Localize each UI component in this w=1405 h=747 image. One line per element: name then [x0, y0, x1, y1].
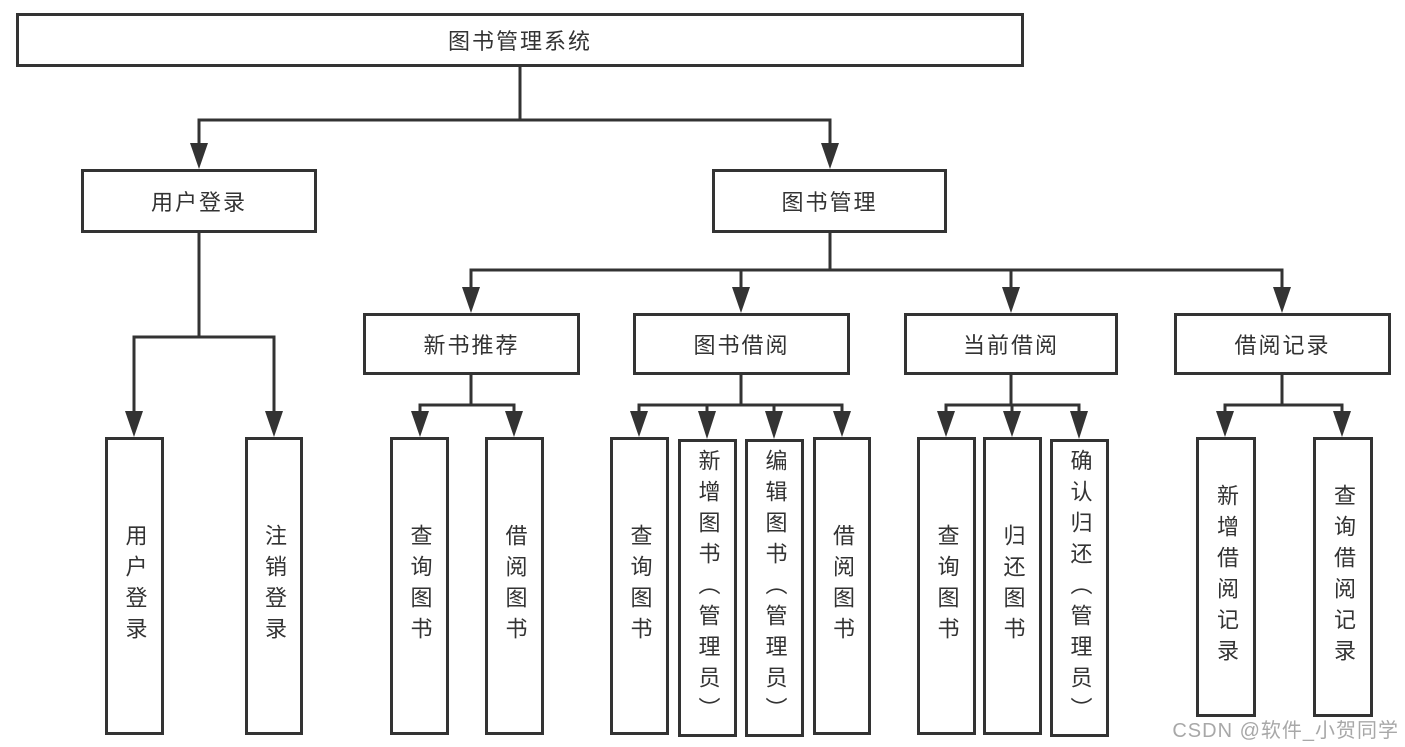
leaf-logout-login: 注销登录 — [245, 437, 303, 735]
leaf-add-borrow-record: 新增借阅记录 — [1196, 437, 1256, 717]
leaf-query-books-borrow-label: 查询图书 — [627, 524, 653, 648]
node-root-label: 图书管理系统 — [447, 29, 592, 54]
leaf-add-book-admin-label: 新增图书（管理员） — [695, 448, 721, 728]
node-book-management-label: 图书管理 — [781, 190, 878, 215]
leaf-query-books-current-label: 查询图书 — [934, 524, 960, 648]
leaf-borrow-books-recommend-label: 借阅图书 — [502, 524, 528, 648]
node-borrow-record-label: 借阅记录 — [1234, 333, 1331, 358]
node-book-management: 图书管理 — [712, 169, 947, 233]
leaf-query-books-recommend-label: 查询图书 — [407, 524, 433, 648]
node-current-borrow-label: 当前借阅 — [962, 333, 1059, 358]
leaf-user-login-label: 用户登录 — [122, 524, 148, 648]
node-root: 图书管理系统 — [16, 13, 1024, 67]
leaf-confirm-return-admin-label: 确认归还（管理员） — [1067, 448, 1093, 728]
leaf-user-login: 用户登录 — [105, 437, 164, 735]
watermark: CSDN @软件_小贺同学 — [1172, 720, 1399, 742]
node-book-borrow-label: 图书借阅 — [693, 333, 790, 358]
node-user-login: 用户登录 — [81, 169, 317, 233]
leaf-add-borrow-record-label: 新增借阅记录 — [1214, 484, 1239, 670]
leaf-return-book: 归还图书 — [983, 437, 1042, 735]
node-current-borrow: 当前借阅 — [904, 313, 1118, 375]
leaf-edit-book-admin: 编辑图书（管理员） — [745, 439, 804, 737]
leaf-query-books-recommend: 查询图书 — [390, 437, 449, 735]
leaf-query-books-borrow: 查询图书 — [610, 437, 669, 735]
node-user-login-label: 用户登录 — [150, 190, 247, 215]
arrowheads — [125, 143, 1351, 439]
node-new-book-recommend-label: 新书推荐 — [423, 333, 520, 358]
leaf-query-borrow-record: 查询借阅记录 — [1313, 437, 1373, 717]
node-book-borrow: 图书借阅 — [633, 313, 850, 375]
node-new-book-recommend: 新书推荐 — [363, 313, 580, 375]
leaf-add-book-admin: 新增图书（管理员） — [678, 439, 737, 737]
leaf-borrow-books-borrow-label: 借阅图书 — [830, 524, 855, 648]
leaf-query-borrow-record-label: 查询借阅记录 — [1331, 484, 1356, 670]
leaf-borrow-books-recommend: 借阅图书 — [485, 437, 544, 735]
leaf-borrow-books-borrow: 借阅图书 — [813, 437, 871, 735]
leaf-logout-login-label: 注销登录 — [262, 524, 287, 648]
leaf-confirm-return-admin: 确认归还（管理员） — [1050, 439, 1109, 737]
leaf-edit-book-admin-label: 编辑图书（管理员） — [762, 448, 788, 728]
leaf-query-books-current: 查询图书 — [917, 437, 976, 735]
node-borrow-record: 借阅记录 — [1174, 313, 1391, 375]
leaf-return-book-label: 归还图书 — [1000, 524, 1026, 648]
